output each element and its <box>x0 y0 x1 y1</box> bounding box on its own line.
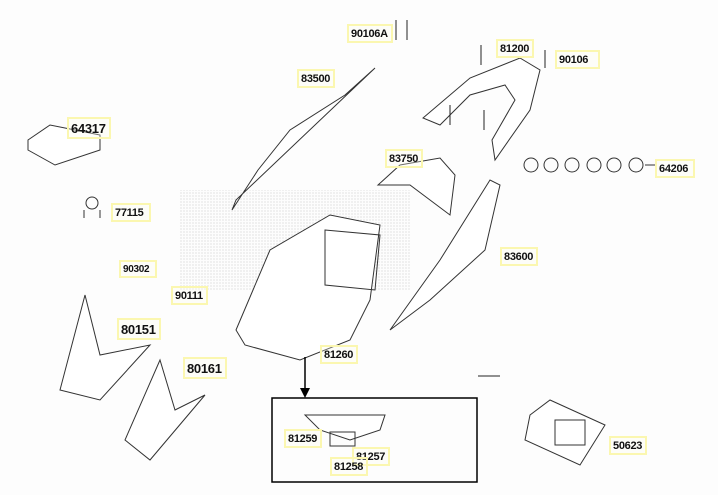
part-64206-clips <box>523 157 655 173</box>
screws <box>395 20 546 377</box>
part-label-90111[interactable]: 90111 <box>171 286 208 305</box>
part-83500-side-panel <box>231 67 376 211</box>
part-64317-cover <box>27 124 101 166</box>
part-label-83500[interactable]: 83500 <box>297 69 336 88</box>
part-81259-detail <box>303 414 386 447</box>
part-label-50623[interactable]: 50623 <box>609 436 648 455</box>
part-label-90106A[interactable]: 90106A <box>347 24 393 43</box>
part-label-90302[interactable]: 90302 <box>119 260 158 278</box>
part-77115-spring <box>83 196 101 218</box>
part-label-83600[interactable]: 83600 <box>500 247 539 266</box>
part-80161-cover <box>124 358 206 461</box>
part-label-64317[interactable]: 64317 <box>67 117 111 139</box>
part-label-80161[interactable]: 80161 <box>183 357 227 379</box>
part-81200-grab-rail <box>422 57 541 162</box>
part-label-81260[interactable]: 81260 <box>320 345 359 364</box>
part-label-80151[interactable]: 80151 <box>117 318 161 340</box>
part-label-83750[interactable]: 83750 <box>385 149 424 168</box>
part-label-90106[interactable]: 90106 <box>555 50 601 69</box>
part-83750-inner-cover <box>376 157 456 216</box>
part-label-77115[interactable]: 77115 <box>111 203 152 222</box>
part-label-81258[interactable]: 81258 <box>330 457 369 476</box>
part-label-81257[interactable]: 81257 <box>352 447 391 466</box>
part-label-81200[interactable]: 81200 <box>496 39 535 58</box>
part-80151-cover <box>59 294 152 401</box>
part-83600-side-panel <box>389 179 501 331</box>
part-label-64206[interactable]: 64206 <box>655 159 696 178</box>
part-50623-bracket <box>524 399 606 466</box>
detail-box <box>271 397 478 483</box>
part-81260-helmet-box <box>235 214 381 361</box>
part-label-81259[interactable]: 81259 <box>284 429 323 448</box>
